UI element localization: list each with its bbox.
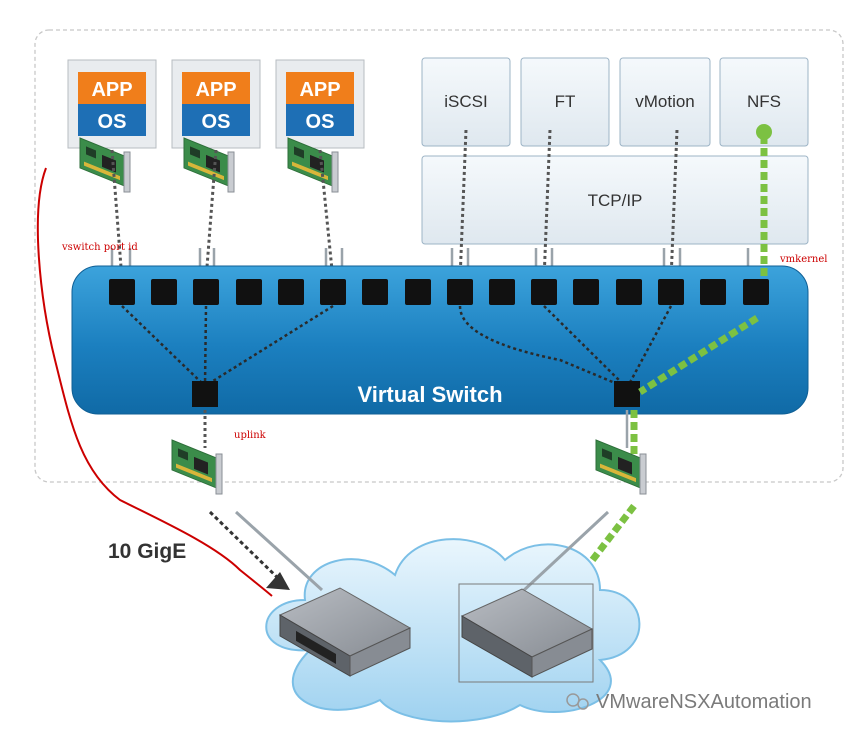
tcpip-stack[interactable] <box>421 155 809 245</box>
switch-ports <box>109 279 769 305</box>
vm-app-label: APP <box>299 79 340 101</box>
uplink-annotation: uplink <box>234 430 267 441</box>
vm-os-label: OS <box>98 111 127 133</box>
vm-2[interactable]: APP OS <box>171 59 261 149</box>
switch-port-5[interactable] <box>278 279 304 305</box>
service-box-iscsi[interactable] <box>421 57 511 147</box>
watermark-text: VMwareNSXAutomation <box>596 691 812 713</box>
port-id-annotation: vswitch port id <box>61 242 138 253</box>
virtual-switch-label: Virtual Switch <box>357 382 502 407</box>
switch-port-14[interactable] <box>658 279 684 305</box>
uplink-port-left[interactable] <box>192 381 218 407</box>
host-boundary <box>34 29 844 483</box>
switch-port-13[interactable] <box>616 279 642 305</box>
uplink-port-right[interactable] <box>614 381 640 407</box>
switch-port-15[interactable] <box>700 279 726 305</box>
pnic-right-icon <box>595 439 647 495</box>
pnic-cable-left <box>234 510 324 592</box>
physical-switch-right[interactable] <box>460 588 594 678</box>
vmkernel-annotation: vmkernel <box>779 254 827 265</box>
pnic-left-icon <box>171 439 223 495</box>
switch-port-16[interactable] <box>743 279 769 305</box>
vm-3[interactable]: APP OS <box>275 59 365 149</box>
link-speed-label: 10 GigE <box>108 540 186 563</box>
service-box-ft[interactable] <box>520 57 610 147</box>
switch-port-8[interactable] <box>405 279 431 305</box>
service-label-iscsi: iSCSI <box>444 92 487 111</box>
service-label-nfs: NFS <box>747 92 781 111</box>
physical-switch-left[interactable] <box>278 587 412 677</box>
switch-port-9[interactable] <box>447 279 473 305</box>
switch-port-4[interactable] <box>236 279 262 305</box>
internal-links <box>121 304 673 390</box>
vm-os-label: OS <box>202 111 231 133</box>
selection-box <box>458 583 594 683</box>
vm-port-links <box>110 129 679 281</box>
vm-1[interactable]: APP OS <box>67 59 157 149</box>
switch-port-2[interactable] <box>151 279 177 305</box>
switch-port-10[interactable] <box>489 279 515 305</box>
service-label-ft: FT <box>555 92 576 111</box>
switch-port-6[interactable] <box>320 279 346 305</box>
switch-port-7[interactable] <box>362 279 388 305</box>
switch-port-12[interactable] <box>573 279 599 305</box>
service-label-vmotion: vMotion <box>635 92 695 111</box>
vm-app-label: APP <box>195 79 236 101</box>
service-box-vmotion[interactable] <box>619 57 711 147</box>
switch-port-3[interactable] <box>193 279 219 305</box>
pnic-cable-left-active <box>208 510 284 584</box>
vm-app-label: APP <box>91 79 132 101</box>
nfs-endpoint-icon <box>756 124 772 140</box>
switch-port-11[interactable] <box>531 279 557 305</box>
switch-port-1[interactable] <box>109 279 135 305</box>
pnic-cable-right <box>520 510 610 594</box>
vm-os-label: OS <box>306 111 335 133</box>
cable-arrowhead-icon <box>266 572 290 590</box>
watermark: VMwareNSXAutomation <box>566 691 812 713</box>
tcpip-label: TCP/IP <box>588 191 643 210</box>
physical-network-cloud <box>265 538 641 723</box>
service-box-nfs[interactable] <box>719 57 809 147</box>
annotation-red-line <box>36 167 273 597</box>
